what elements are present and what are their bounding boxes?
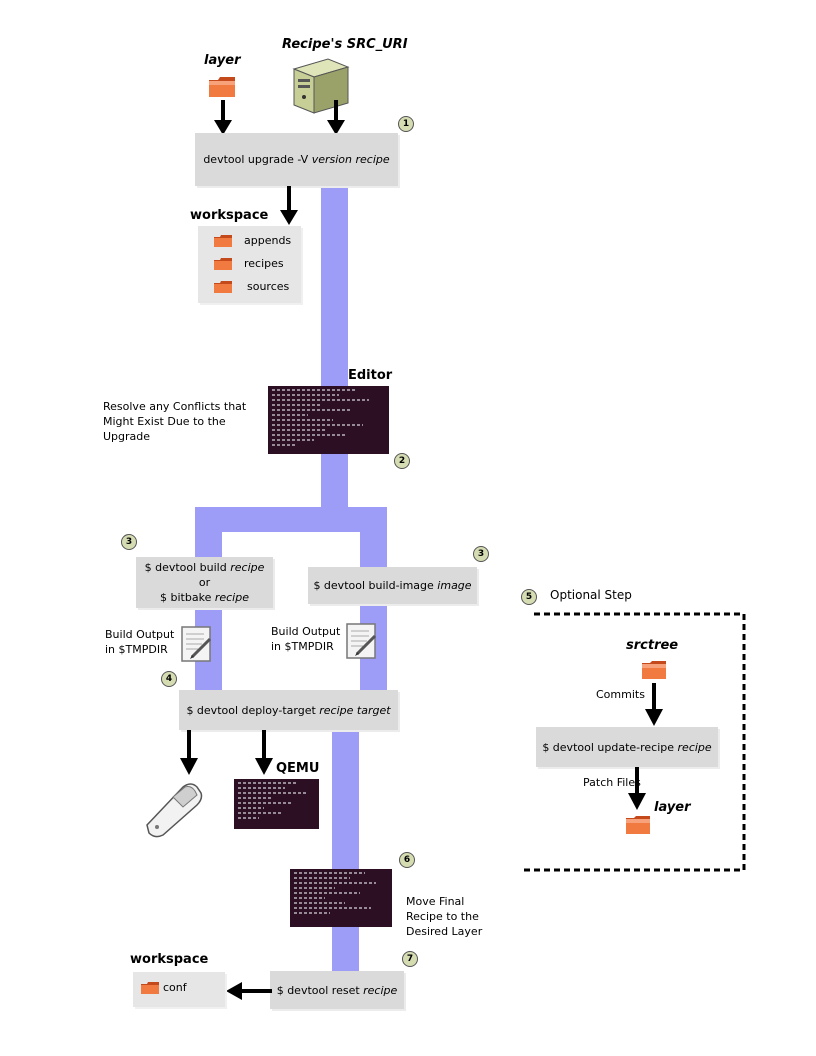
step-6-badge: 6 [399, 852, 415, 868]
folder-icon [214, 280, 232, 293]
arrow-deploy-to-device [180, 730, 198, 775]
devtool-reset-box: $ devtool reset recipe [270, 971, 404, 1009]
step-5-badge: 5 [521, 589, 537, 605]
arrow-reset-to-workspace [226, 982, 272, 1000]
workspace-item-conf: conf [141, 981, 187, 994]
upgrade-cmd: devtool upgrade -V [203, 153, 312, 166]
optional-step-dashed-frame [524, 612, 746, 872]
flow-main-mid [321, 454, 348, 509]
arrow-server-to-upgrade [327, 100, 345, 135]
step-3-badge-right: 3 [473, 546, 489, 562]
arrow-update-to-layer [628, 767, 646, 810]
server-icon [292, 58, 350, 114]
flow-right-branch [360, 507, 387, 567]
devtool-deploy-target-box: $ devtool deploy-target recipe target [179, 690, 398, 730]
document-pen-icon [181, 626, 212, 662]
workspace-item-sources: sources [214, 280, 289, 293]
step-3-badge-left: 3 [121, 534, 137, 550]
patch-files-label: Patch Files [583, 776, 641, 789]
build-output-left-label: Build Output in $TMPDIR [105, 628, 175, 656]
srctree-label: srctree [626, 638, 679, 653]
folder-icon [626, 816, 650, 834]
workspace-bottom-panel: conf [133, 972, 225, 1007]
qemu-title: QEMU [276, 761, 320, 776]
flow-bottom-1 [332, 730, 359, 870]
step-1-badge: 1 [398, 116, 414, 132]
workspace-item-recipes: recipes [214, 257, 284, 270]
folder-icon [214, 234, 232, 247]
workspace-top-panel: appends recipes sources [198, 226, 301, 303]
editor-terminal-icon [268, 386, 389, 454]
workspace-item-appends: appends [214, 234, 291, 247]
devtool-build-image-box: $ devtool build-image image [308, 567, 477, 604]
move-terminal-icon [290, 869, 392, 927]
flow-left-branch [195, 507, 222, 557]
folder-icon [642, 661, 666, 679]
upgrade-args: version recipe [311, 153, 390, 166]
devtool-build-box: $ devtool build recipe or $ bitbake reci… [136, 557, 273, 608]
src-uri-label: Recipe's SRC_URI [282, 37, 408, 52]
folder-icon [214, 257, 232, 270]
workspace-top-title: workspace [190, 208, 269, 223]
folder-icon [141, 981, 159, 994]
commits-label: Commits [596, 688, 645, 701]
flow-bottom-2 [332, 925, 359, 972]
flow-split-horizontal [195, 507, 387, 532]
arrow-deploy-to-qemu [255, 730, 273, 775]
build-output-right-label: Build Output in $TMPDIR [271, 625, 341, 653]
step-4-badge: 4 [161, 671, 177, 687]
arrow-srctree-to-update [645, 683, 663, 726]
step-2-badge: 2 [394, 453, 410, 469]
layer-label-optional: layer [654, 800, 691, 815]
devtool-upgrade-box: devtool upgrade -V version recipe [195, 133, 398, 186]
step-7-badge: 7 [402, 951, 418, 967]
layer-label-top: layer [204, 53, 241, 68]
workspace-bottom-title: workspace [130, 952, 209, 967]
arrow-layer-to-upgrade [214, 100, 232, 135]
document-pen-icon [346, 623, 377, 659]
optional-step-title: Optional Step [550, 588, 632, 602]
phone-icon [146, 783, 203, 838]
flow-main-top [321, 186, 348, 386]
move-final-note: Move Final Recipe to the Desired Layer [406, 895, 483, 938]
editor-note: Resolve any Conflicts that Might Exist D… [103, 400, 247, 443]
qemu-terminal-icon [234, 779, 319, 829]
editor-title: Editor [348, 368, 393, 383]
arrow-upgrade-to-workspace [280, 186, 298, 225]
devtool-update-recipe-box: $ devtool update-recipe recipe [536, 727, 718, 767]
folder-icon [209, 77, 235, 97]
